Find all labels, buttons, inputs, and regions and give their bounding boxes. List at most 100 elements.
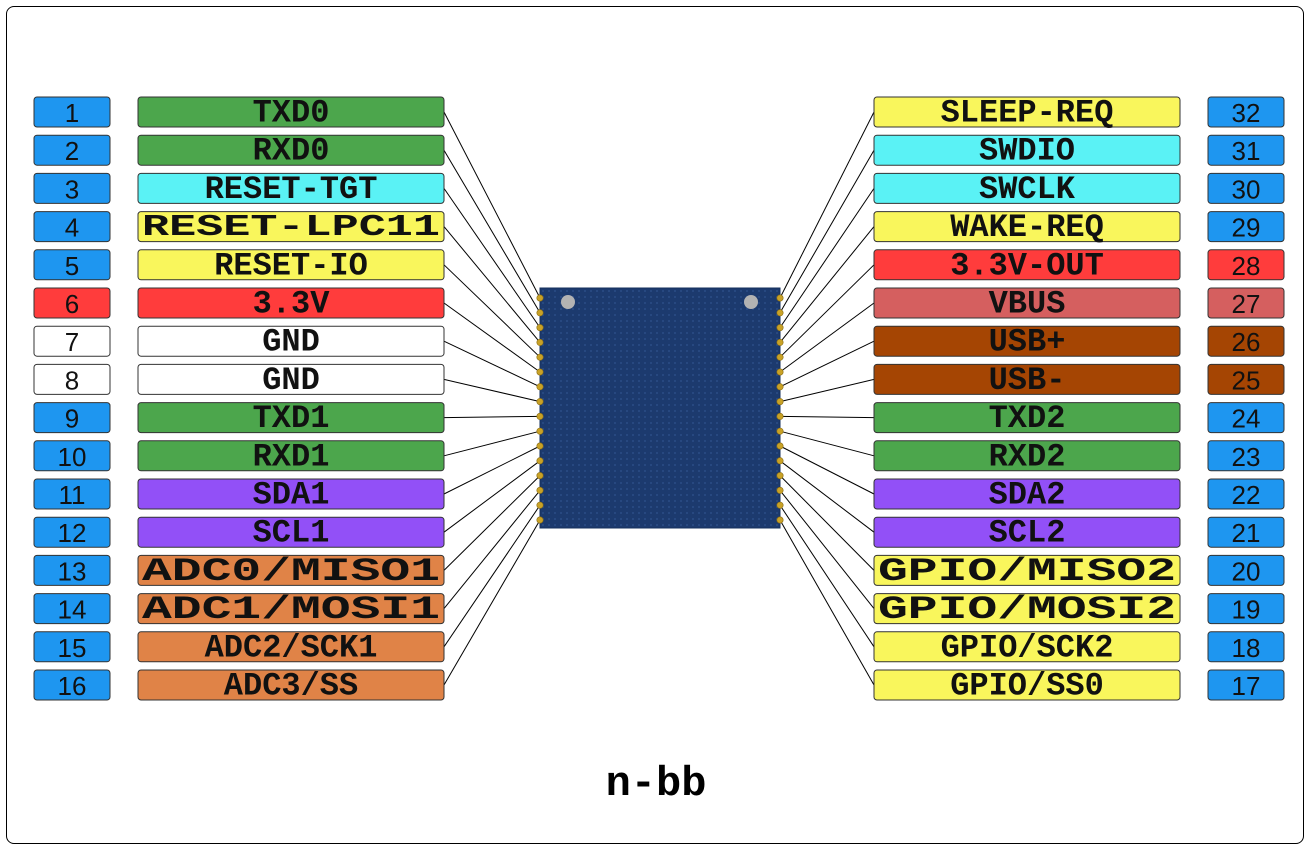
pin-number-box xyxy=(1207,96,1285,128)
pin-label-box xyxy=(873,211,1181,243)
chip-pad xyxy=(536,309,544,317)
chip-pad xyxy=(776,309,784,317)
pin-wire xyxy=(443,430,541,457)
pin-number: 25 xyxy=(1232,365,1261,395)
chip-pad xyxy=(536,486,544,494)
pin-wire xyxy=(779,340,875,388)
pin-label-box xyxy=(137,134,445,166)
pin-wire xyxy=(779,504,875,648)
chip-pad xyxy=(536,501,544,509)
chip-pad xyxy=(536,472,544,480)
pin-label-box xyxy=(873,249,1181,281)
pin-wire xyxy=(443,264,541,358)
pin-number-box xyxy=(1207,516,1285,548)
chip-pad xyxy=(776,501,784,509)
pin-label: WAKE-REQ xyxy=(950,209,1104,246)
pin-label-box xyxy=(137,478,445,510)
chip-pad xyxy=(536,457,544,465)
pin-number: 14 xyxy=(58,595,87,625)
pin-label-box xyxy=(873,363,1181,395)
pin-number: 22 xyxy=(1232,480,1261,510)
pin-label: SDA2 xyxy=(989,477,1066,514)
chip-pad xyxy=(536,368,544,376)
pin-number-box xyxy=(1207,593,1285,625)
pin-label: RESET-LPC11 xyxy=(142,210,440,245)
pin-number-box xyxy=(33,516,111,548)
pin-label-box xyxy=(873,402,1181,434)
pin-label: ADC2/SCK1 xyxy=(205,629,378,666)
pin-label-box xyxy=(873,593,1181,625)
chip-pad xyxy=(776,442,784,450)
pin-number: 10 xyxy=(58,442,87,472)
chip-body xyxy=(539,287,781,529)
pin-wire xyxy=(443,111,541,299)
pin-label-box xyxy=(873,172,1181,204)
pin-28: 283.3V-OUT xyxy=(873,247,1285,284)
pin-number: 12 xyxy=(58,518,87,548)
pin-number: 26 xyxy=(1232,327,1261,357)
pin-number-box xyxy=(1207,669,1285,701)
pin-label-box xyxy=(873,287,1181,319)
board-title: n-bb xyxy=(605,760,707,808)
pin-label-box xyxy=(137,325,445,357)
pin-wire xyxy=(779,475,875,571)
pin-wire xyxy=(779,460,875,533)
pin-label: SLEEP-REQ xyxy=(941,95,1114,132)
pin-number-box xyxy=(33,325,111,357)
pin-number-box xyxy=(33,211,111,243)
pin-label-box xyxy=(873,516,1181,548)
pin-number-box xyxy=(1207,325,1285,357)
chip-pad xyxy=(536,383,544,391)
pin-number-box xyxy=(1207,287,1285,319)
pin-number: 5 xyxy=(65,251,79,281)
chip-pad xyxy=(776,457,784,465)
pin-wire xyxy=(443,519,541,686)
pin-number-box xyxy=(33,96,111,128)
pin-label-box xyxy=(137,96,445,128)
pin-number: 17 xyxy=(1232,671,1261,701)
pin-wire xyxy=(779,149,875,314)
pin-number-box xyxy=(1207,402,1285,434)
chip-pad xyxy=(776,368,784,376)
chip-pad xyxy=(536,427,544,435)
pin-wire xyxy=(779,302,875,373)
pin-number: 6 xyxy=(65,289,79,319)
pin-label-box xyxy=(137,554,445,586)
chip-pad xyxy=(776,294,784,302)
pin-label-box xyxy=(873,325,1181,357)
pin-number-box xyxy=(33,554,111,586)
mount-hole xyxy=(561,295,575,309)
pin-label: 3.3V-OUT xyxy=(950,247,1104,284)
pin-number: 31 xyxy=(1232,136,1261,166)
chip-pad xyxy=(776,353,784,361)
pin-number-box xyxy=(33,478,111,510)
pin-wire xyxy=(779,519,875,686)
pin-label-box xyxy=(137,287,445,319)
pin-number: 24 xyxy=(1232,404,1261,434)
pin-wire xyxy=(443,302,541,373)
pin-label: 3.3V xyxy=(253,286,331,323)
pin-number-box xyxy=(33,631,111,663)
pin-label: RXD2 xyxy=(989,438,1066,475)
pin-label-box xyxy=(873,478,1181,510)
pin-wire xyxy=(779,188,875,328)
diagram-frame xyxy=(6,6,1304,844)
pin-number: 20 xyxy=(1232,556,1261,586)
pin-label: ADC0/MISO1 xyxy=(142,553,440,590)
pin-number-box xyxy=(1207,363,1285,395)
chip-pad xyxy=(536,442,544,450)
chip-pad xyxy=(536,353,544,361)
pin-label-box xyxy=(137,631,445,663)
